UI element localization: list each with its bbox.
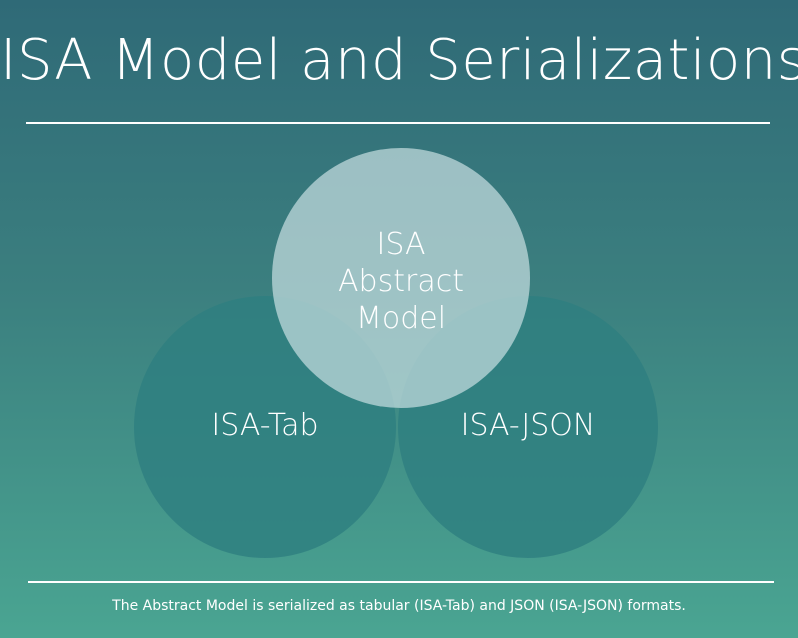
abstract-model-label-line-1: ISA bbox=[376, 227, 426, 262]
page-title: ISA Model and Serializations bbox=[0, 28, 798, 93]
abstract-model-label-line-3: Model bbox=[355, 301, 447, 336]
isa-tab-label: ISA-Tab bbox=[211, 408, 319, 443]
title-divider bbox=[26, 122, 770, 124]
caption-divider bbox=[28, 581, 774, 583]
abstract-model-label: ISA Abstract Model bbox=[272, 226, 530, 337]
isa-json-label: ISA-JSON bbox=[460, 408, 596, 443]
abstract-model-circle bbox=[272, 148, 530, 408]
abstract-model-label-line-2: Abstract bbox=[338, 264, 464, 299]
caption: The Abstract Model is serialized as tabu… bbox=[112, 598, 686, 614]
